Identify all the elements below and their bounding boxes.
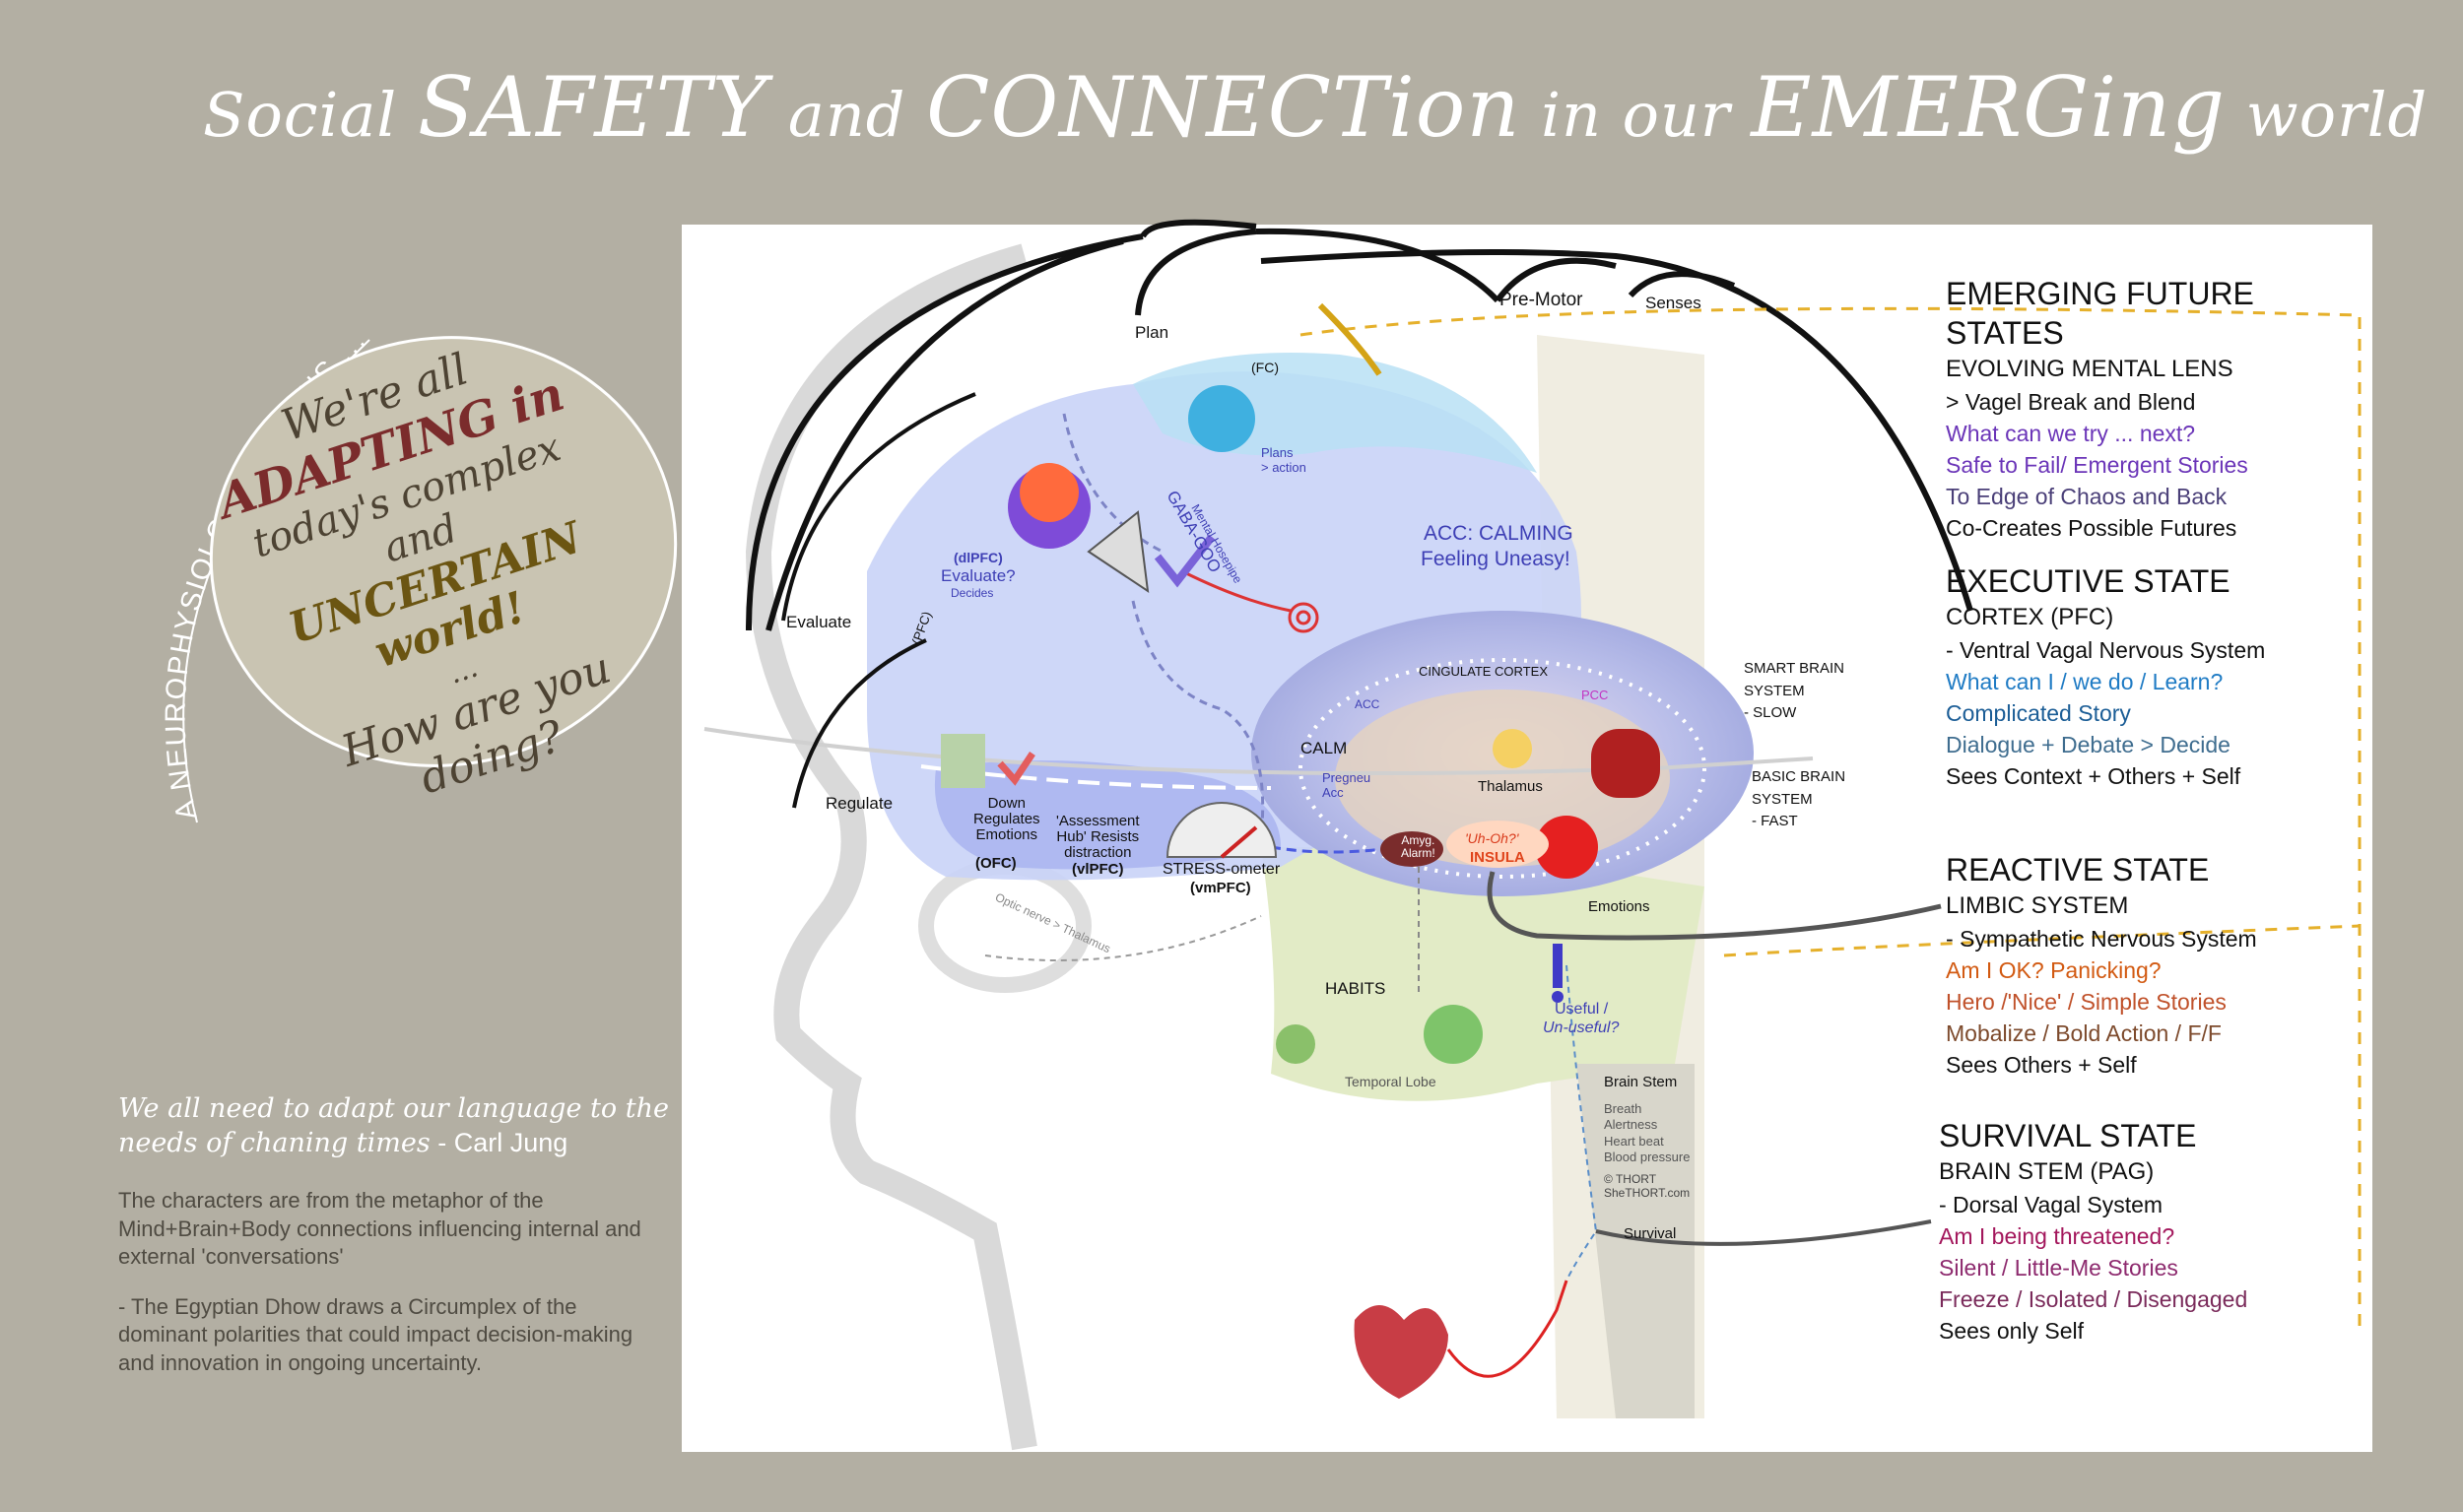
state-line: Silent / Little-Me Stories — [1939, 1254, 2178, 1281]
label-decides: Decides — [951, 586, 994, 600]
state-sub: LIMBIC SYSTEM — [1946, 892, 2129, 919]
state-line: Sees only Self — [1939, 1318, 2085, 1345]
label-unuseful: Un-useful? — [1543, 1019, 1620, 1036]
label-smart-brain: SMART BRAIN SYSTEM - SLOW — [1744, 660, 1844, 721]
state-line: What can we try ... next? — [1946, 420, 2196, 446]
label-plans-action: Plans > action — [1261, 445, 1306, 475]
state-line: Safe to Fail/ Emergent Stories — [1946, 451, 2248, 478]
label-regulate: Regulate — [826, 794, 894, 813]
state-line: Am I being threatened? — [1939, 1222, 2175, 1249]
label-acc-calming: ACC: CALMING — [1424, 522, 1573, 545]
state-line: - Sympathetic Nervous System — [1946, 925, 2257, 952]
label-survival: Survival — [1624, 1225, 1677, 1242]
label-cingulate: CINGULATE CORTEX — [1419, 664, 1548, 679]
label-fc: (FC) — [1251, 360, 1279, 375]
label-senses: Senses — [1645, 294, 1701, 312]
state-heading: EMERGING FUTURE STATES — [1946, 276, 2254, 351]
label-habits: HABITS — [1325, 979, 1386, 998]
state-line: Mobalize / Bold Action / F/F — [1946, 1020, 2222, 1047]
label-uh-oh: 'Uh-Oh?' — [1465, 830, 1519, 846]
state-line: To Edge of Chaos and Back — [1946, 484, 2228, 510]
label-basic-brain: BASIC BRAIN SYSTEM - FAST — [1752, 768, 1846, 829]
label-acc: ACC — [1355, 697, 1380, 711]
state-heading: SURVIVAL STATE — [1939, 1118, 2197, 1153]
state-survival: SURVIVAL STATE BRAIN STEM (PAG) - Dorsal… — [1939, 1116, 2363, 1348]
notes: The characters are from the metaphor of … — [118, 1187, 670, 1400]
label-temporal: Temporal Lobe — [1345, 1074, 1436, 1089]
label-emotions: Emotions — [1588, 898, 1650, 915]
state-line: Hero /'Nice' / Simple Stories — [1946, 988, 2227, 1015]
label-insula: INSULA — [1470, 849, 1525, 866]
label-precuneus: Pregneu Acc — [1322, 770, 1371, 800]
label-thalamus: Thalamus — [1478, 778, 1543, 795]
label-dlpfc: (dlPFC) — [954, 550, 1003, 565]
state-sub: BRAIN STEM (PAG) — [1939, 1158, 2155, 1185]
label-evaluate-q: Evaluate? — [941, 566, 1016, 585]
label-premotor: Pre-Motor — [1499, 290, 1583, 310]
state-line: Complicated Story — [1946, 699, 2131, 726]
state-line: Dialogue + Debate > Decide — [1946, 732, 2230, 758]
state-reactive: REACTIVE STATE LIMBIC SYSTEM - Sympathet… — [1946, 850, 2369, 1082]
label-vlpfc: (vlPFC) — [1072, 861, 1124, 878]
label-vmpfc: (vmPFC) — [1190, 880, 1251, 896]
state-emerging: EMERGING FUTURE STATES EVOLVING MENTAL L… — [1946, 274, 2369, 545]
state-line: What can I / we do / Learn? — [1946, 668, 2224, 694]
state-line: Freeze / Isolated / Disengaged — [1939, 1286, 2248, 1313]
label-copyright: © THORT SheTHORT.com — [1604, 1172, 1691, 1201]
note-2: - The Egyptian Dhow draws a Circumplex o… — [118, 1293, 633, 1375]
label-ofc: (OFC) — [975, 855, 1017, 872]
label-useful: Useful / — [1555, 1001, 1609, 1018]
label-down-regulates: Down Regulates Emotions — [973, 795, 1040, 843]
state-executive: EXECUTIVE STATE CORTEX (PFC) - Ventral V… — [1946, 561, 2369, 793]
label-pcc: PCC — [1581, 688, 1609, 702]
label-assessment: 'Assessment Hub' Resists distraction — [1056, 813, 1140, 861]
note-1: The characters are from the metaphor of … — [118, 1188, 641, 1270]
label-calm: CALM — [1300, 739, 1348, 757]
state-line: Sees Context + Others + Self — [1946, 763, 2241, 790]
state-heading: EXECUTIVE STATE — [1946, 563, 2230, 599]
label-amyg: Amyg. Alarm! — [1401, 833, 1435, 860]
state-line: > Vagel Break and Blend — [1946, 388, 2196, 415]
label-stem-list: Breath Alertness Heart beat Blood pressu… — [1604, 1101, 1691, 1164]
state-line: - Dorsal Vagal System — [1939, 1191, 2163, 1217]
label-evaluate: Evaluate — [786, 613, 852, 631]
label-plan: Plan — [1135, 323, 1169, 342]
page-title: Social SAFETY and CONNECTion in our EMER… — [203, 59, 2429, 156]
state-line: - Ventral Vagal Nervous System — [1946, 636, 2266, 663]
state-sub: CORTEX (PFC) — [1946, 604, 2114, 630]
label-brain-stem: Brain Stem — [1604, 1074, 1678, 1090]
label-feeling-uneasy: Feeling Uneasy! — [1421, 548, 1570, 570]
state-line: Co-Creates Possible Futures — [1946, 515, 2237, 542]
state-line: Sees Others + Self — [1946, 1052, 2137, 1079]
quote: We all need to adapt our language to the… — [118, 1093, 669, 1159]
state-line: Am I OK? Panicking? — [1946, 956, 2162, 983]
state-heading: REACTIVE STATE — [1946, 852, 2210, 887]
state-sub: EVOLVING MENTAL LENS — [1946, 356, 2233, 382]
label-stress: STRESS-ometer — [1163, 861, 1281, 878]
